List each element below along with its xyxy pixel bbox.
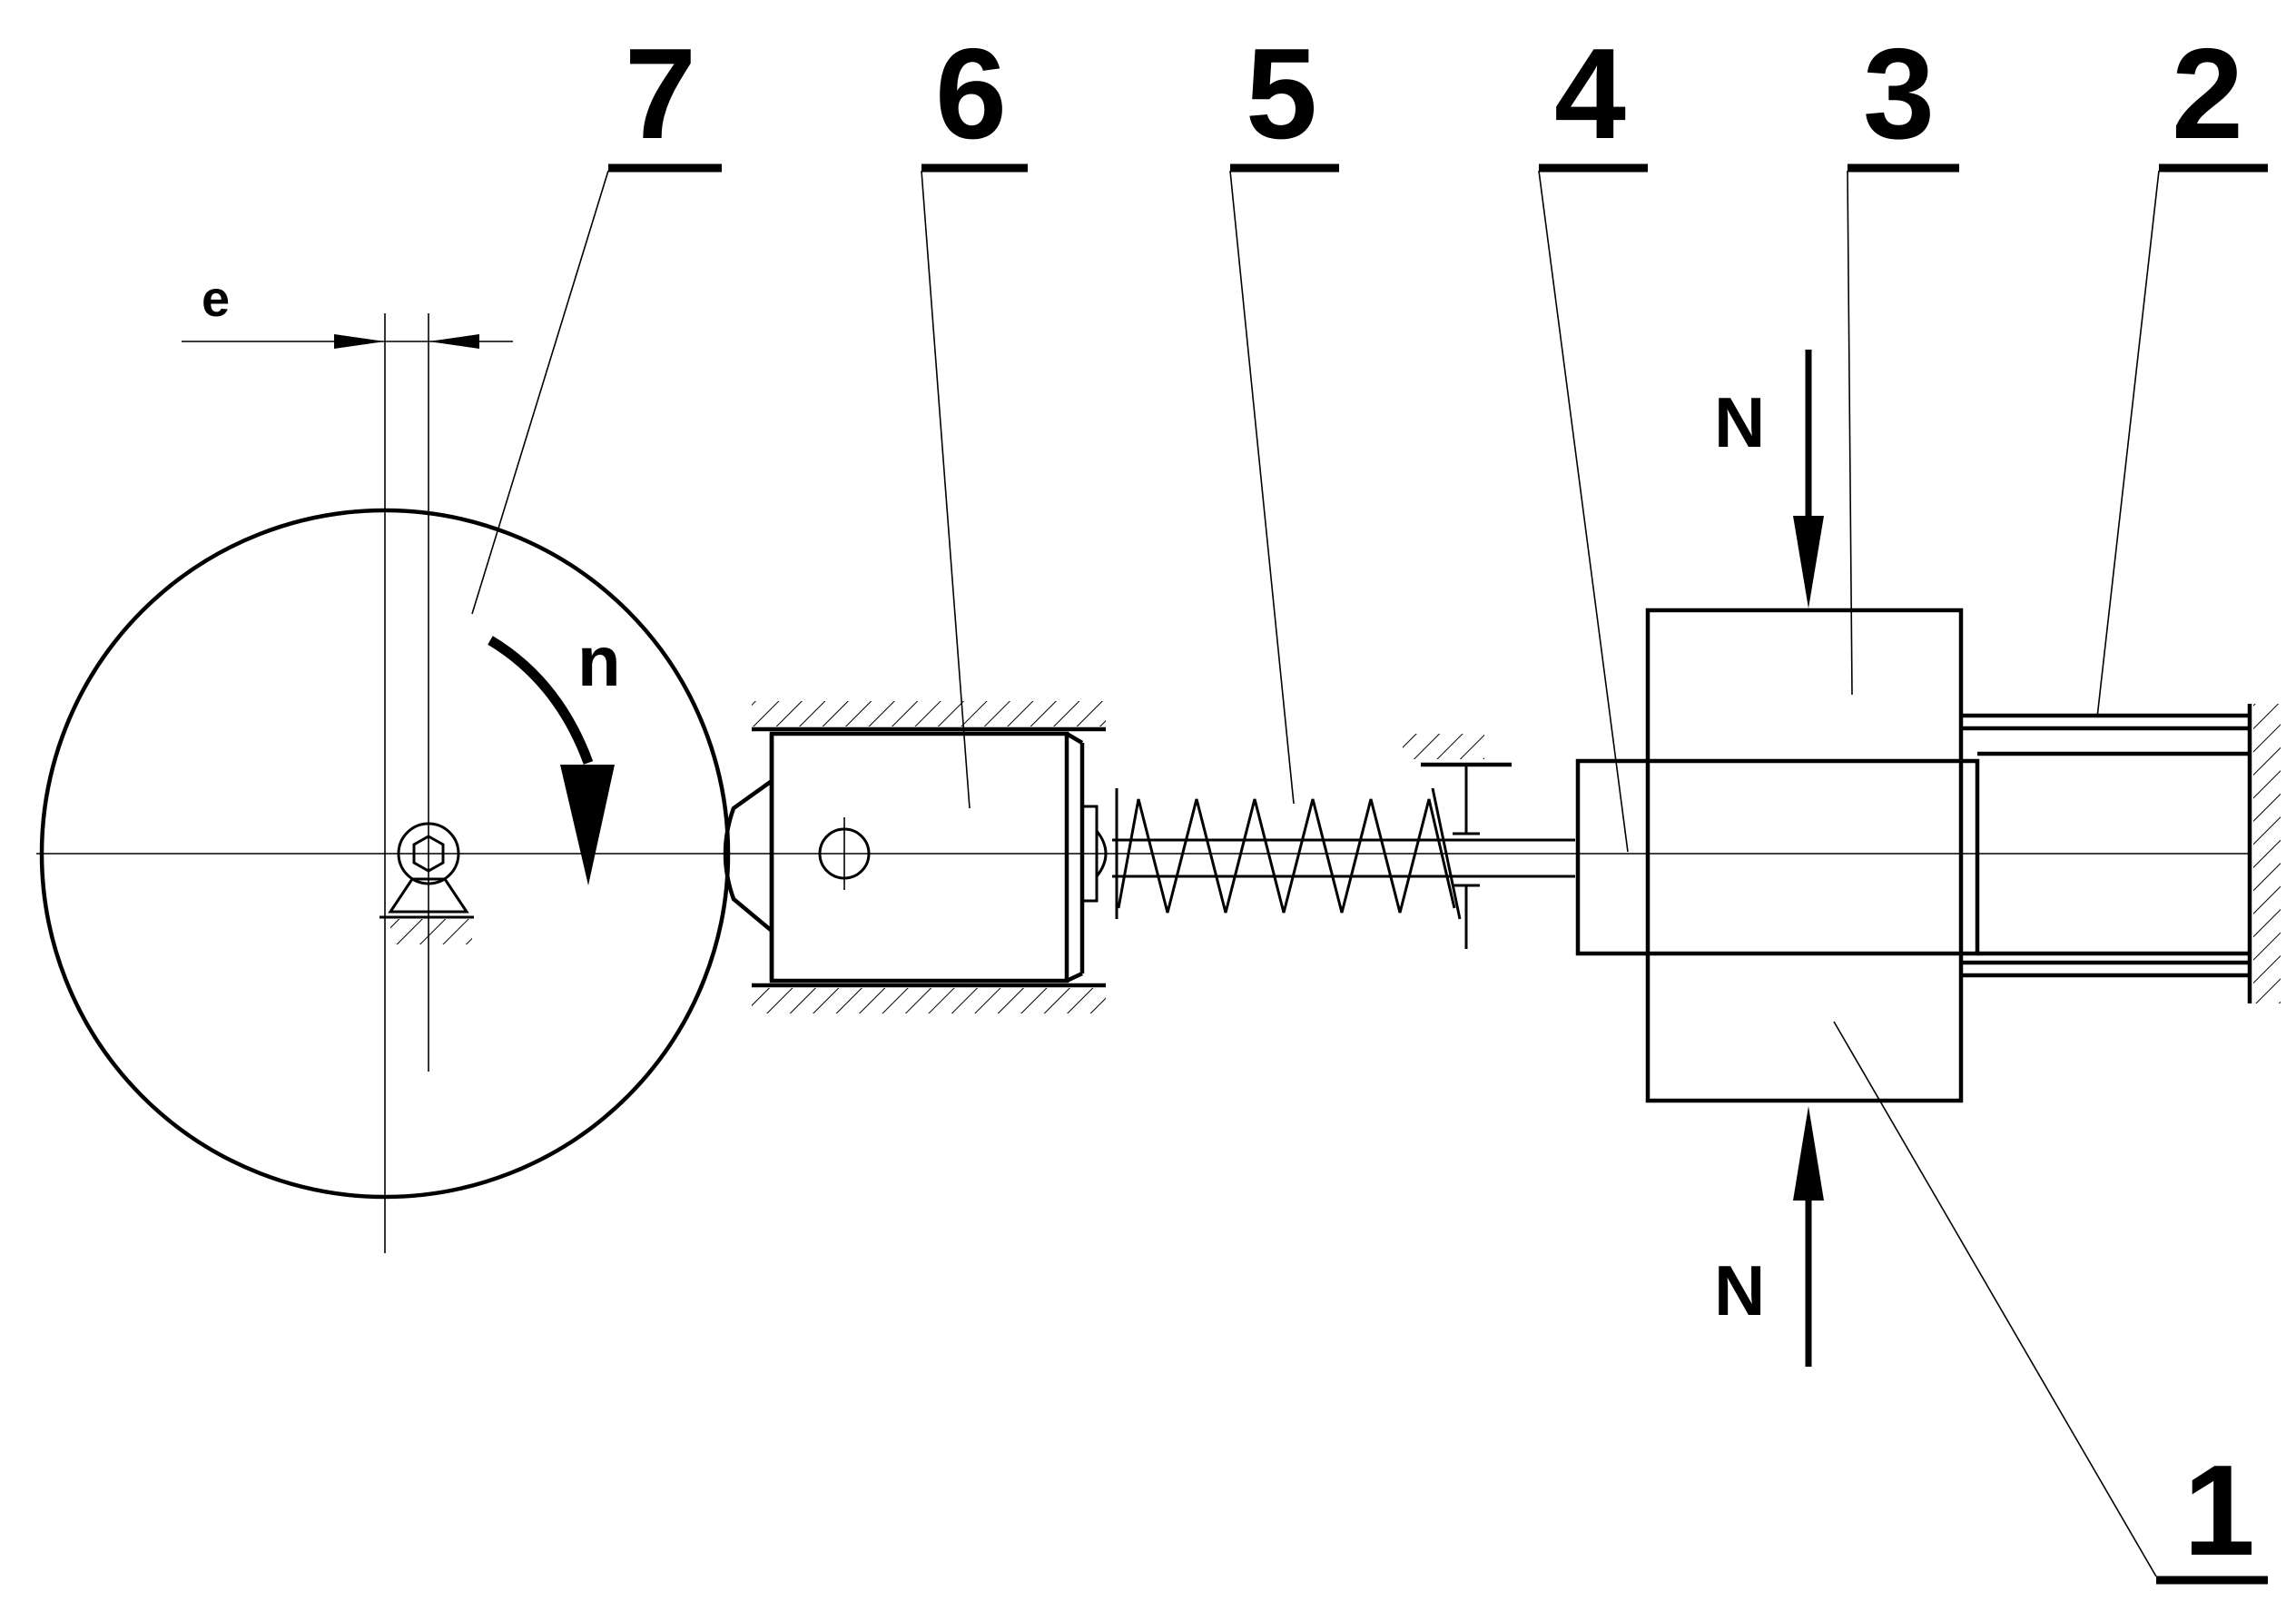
part-label-2: 2 bbox=[2172, 22, 2243, 166]
leader-lines bbox=[471, 170, 2160, 1577]
label-underlines bbox=[608, 163, 2268, 1585]
axis-lines bbox=[36, 313, 2252, 1253]
part-numbers: 7 6 5 4 3 2 1 bbox=[625, 22, 2255, 1583]
part-label-3: 3 bbox=[1863, 22, 1935, 166]
part-label-5: 5 bbox=[1246, 22, 1317, 166]
part-label-1: 1 bbox=[2183, 1438, 2255, 1583]
eccentricity-label: e bbox=[202, 270, 230, 327]
follower bbox=[723, 701, 1108, 1013]
part-label-4: 4 bbox=[1554, 22, 1626, 166]
force-top-label: N bbox=[1714, 382, 1765, 462]
part-label-7: 7 bbox=[625, 22, 696, 166]
clamp-assembly bbox=[1575, 608, 2281, 1103]
rotation-arrow: n bbox=[488, 621, 621, 885]
force-arrows: N N bbox=[1714, 350, 1824, 1367]
rotation-label: n bbox=[577, 621, 621, 701]
spring bbox=[1112, 734, 1575, 949]
eccentric-disk bbox=[39, 508, 731, 1200]
eccentricity-dimension: e bbox=[182, 270, 513, 349]
part-label-6: 6 bbox=[935, 22, 1007, 166]
force-bottom-label: N bbox=[1714, 1250, 1765, 1330]
